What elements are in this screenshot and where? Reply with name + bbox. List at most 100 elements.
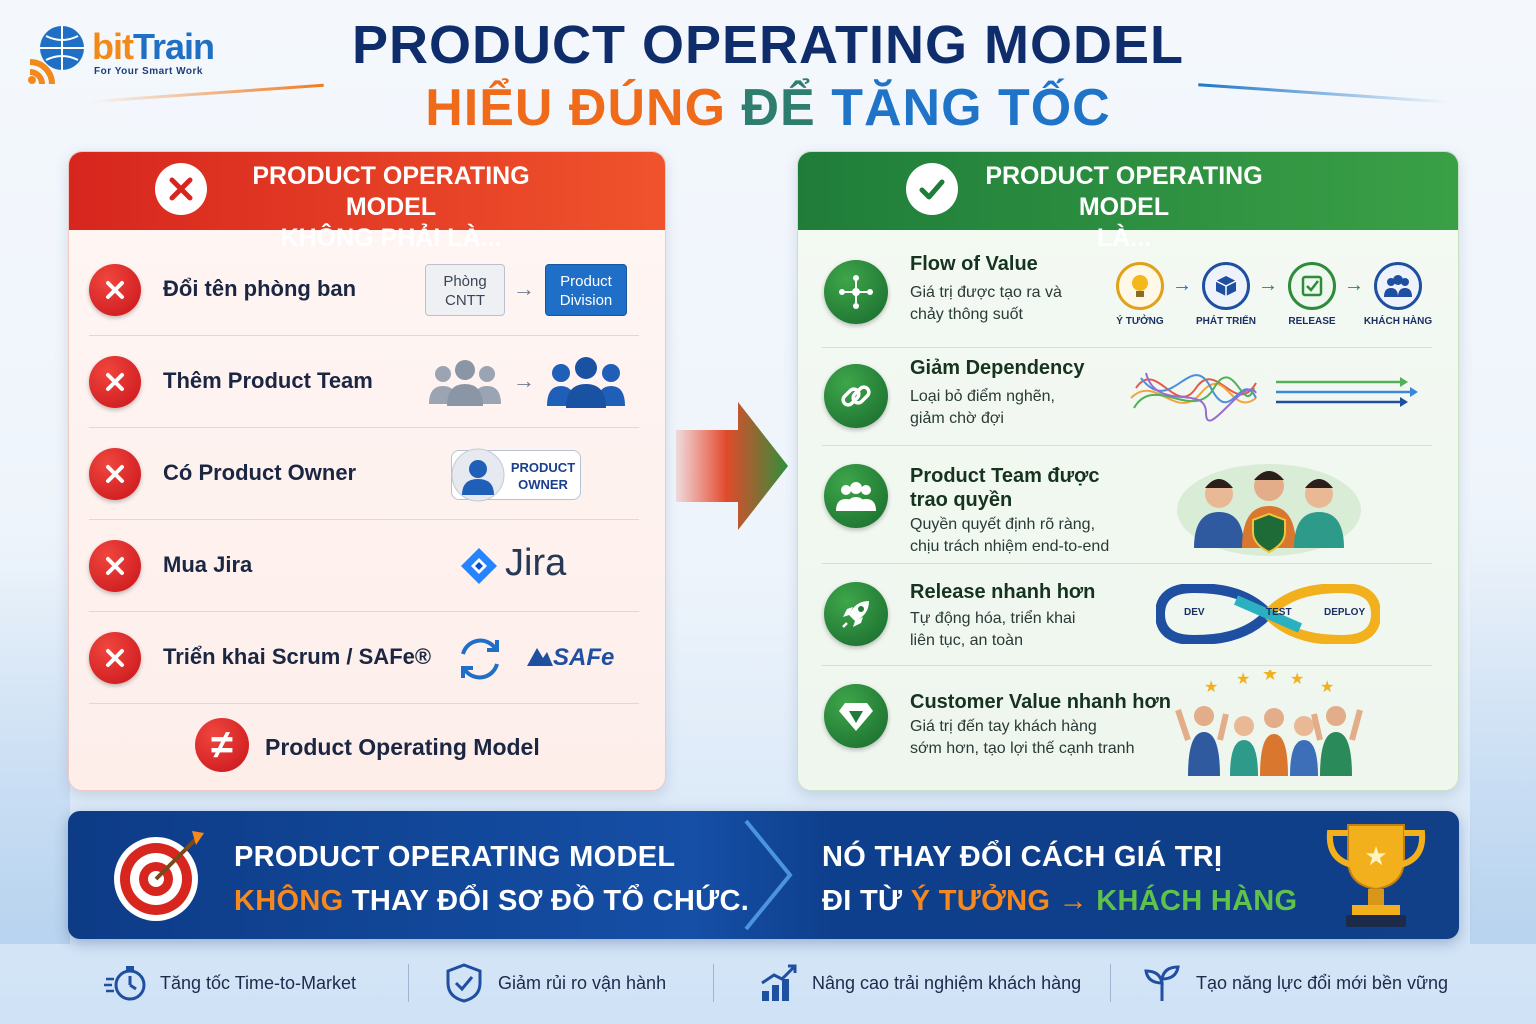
jira-logo-icon xyxy=(461,548,497,584)
checkmark-icon xyxy=(906,163,958,215)
sprout-icon xyxy=(1140,961,1184,1005)
new-department-box: Product Division xyxy=(545,264,627,316)
cross-icon xyxy=(89,632,141,684)
svg-text:★: ★ xyxy=(1320,679,1334,696)
growth-chart-icon xyxy=(756,961,800,1005)
benefit-label: Giảm rủi ro vận hành xyxy=(498,972,667,993)
item-label: Đổi tên phòng ban xyxy=(163,276,357,301)
benefit-item: Nâng cao trải nghiệm khách hàng xyxy=(756,958,1081,1008)
cross-icon xyxy=(89,356,141,408)
cross-icon xyxy=(89,448,141,500)
devops-test-label: TEST xyxy=(1266,607,1292,618)
customers-icon xyxy=(1374,262,1422,310)
list-item: Đổi tên phòng ban Phòng CNTT → Product D… xyxy=(89,244,639,336)
happy-customers-illustration: ★★★★★ xyxy=(1175,670,1363,776)
banner-right-line2: ĐI TỪ Ý TƯỞNG → KHÁCH HÀNG xyxy=(822,885,1298,917)
svg-text:★: ★ xyxy=(1262,670,1278,684)
trophy-icon: ★ xyxy=(1326,824,1426,927)
list-item: Giảm Dependency Loại bỏ điểm nghẽn, giảm… xyxy=(822,348,1432,446)
item-title: Giảm Dependency xyxy=(910,357,1085,379)
list-item: Product Team được trao quyền Quyền quyết… xyxy=(822,446,1432,564)
benefit-label: Tăng tốc Time-to-Market xyxy=(160,972,357,993)
cross-icon xyxy=(89,540,141,592)
cross-icon xyxy=(155,163,207,215)
list-item: Có Product Owner PRODUCT OWNER xyxy=(89,428,639,520)
jira-wordmark: Jira xyxy=(505,542,567,584)
summary-banner: PRODUCT OPERATING MODEL KHÔNG THAY ĐỔI S… xyxy=(68,811,1459,939)
divider xyxy=(408,964,409,1002)
checkbox-icon xyxy=(1288,262,1336,310)
not-equal-icon: ≠ xyxy=(195,718,249,772)
devops-dev-label: DEV xyxy=(1184,607,1205,618)
target-icon xyxy=(114,831,204,921)
item-desc: chảy thông suốt xyxy=(910,306,1023,323)
arrow-right-icon: → xyxy=(513,276,535,301)
city-silhouette-right xyxy=(1470,504,1536,944)
item-title: Release nhanh hơn xyxy=(910,581,1096,603)
brand-name: bitTrain xyxy=(92,26,215,67)
badge-label: PRODUCT OWNER xyxy=(510,460,576,492)
item-label: Có Product Owner xyxy=(163,460,357,485)
arrow-right-icon: → xyxy=(513,368,535,393)
list-item: Thêm Product Team → xyxy=(89,336,639,428)
flow-step-customer: KHÁCH HÀNG xyxy=(1358,262,1438,327)
banner-right-line1: NÓ THAY ĐỔI CÁCH GIÁ TRỊ xyxy=(822,841,1223,873)
item-label: Mua Jira xyxy=(163,552,253,577)
item-desc: Loại bỏ điểm nghẽn, xyxy=(910,388,1055,405)
globe-wifi-icon xyxy=(28,26,84,84)
svg-text:★: ★ xyxy=(1364,841,1387,871)
benefit-label: Nâng cao trải nghiệm khách hàng xyxy=(812,972,1082,993)
flow-step-release: RELEASE xyxy=(1272,262,1352,327)
list-item: Mua Jira Jira xyxy=(89,520,639,612)
flow-step-develop: PHÁT TRIỂN xyxy=(1186,262,1266,327)
product-owner-badge: PRODUCT OWNER xyxy=(451,448,581,502)
page-title: PRODUCT OPERATING MODEL xyxy=(352,15,1184,75)
not-equal-label: Product Operating Model xyxy=(265,734,540,760)
shield-check-icon xyxy=(442,961,486,1005)
item-desc: chịu trách nhiệm end-to-end xyxy=(910,538,1110,555)
rocket-icon xyxy=(824,582,888,646)
banner-left-line2: KHÔNG THAY ĐỔI SƠ ĐỒ TỔ CHỨC. xyxy=(234,885,750,917)
list-item: Triển khai Scrum / SAFe® SAFe xyxy=(89,612,639,704)
person-avatar-icon xyxy=(451,448,505,502)
cross-icon xyxy=(89,264,141,316)
item-desc: Giá trị đến tay khách hàng xyxy=(910,718,1097,735)
flow-network-icon xyxy=(824,260,888,324)
tangled-to-straight-lines-icon xyxy=(1130,372,1418,422)
item-title: Customer Value nhanh hơn xyxy=(910,691,1171,713)
item-label: Triển khai Scrum / SAFe® xyxy=(163,644,432,669)
old-department-box: Phòng CNTT xyxy=(425,264,505,316)
empowered-team-illustration xyxy=(1177,464,1361,556)
item-title: Product Team được xyxy=(910,465,1100,487)
chevron-right-icon xyxy=(744,819,793,931)
page-subtitle: HIỂU ĐÚNG ĐỂ TĂNG TỐC xyxy=(425,79,1111,137)
item-desc: sớm hơn, tạo lợi thế cạnh tranh xyxy=(910,740,1135,757)
stopwatch-icon xyxy=(104,961,148,1005)
divider xyxy=(1110,964,1111,1002)
item-desc: Quyền quyết định rõ ràng, xyxy=(910,516,1096,533)
benefit-label: Tạo năng lực đổi mới bền vững xyxy=(1196,972,1449,993)
brand-tagline: For Your Smart Work xyxy=(94,66,203,77)
item-desc: Giá trị được tạo ra và xyxy=(910,284,1062,301)
devops-infinity-loop xyxy=(1156,584,1380,644)
diamond-icon xyxy=(824,684,888,748)
svg-text:★: ★ xyxy=(1290,671,1304,688)
scrum-cycle-icon xyxy=(461,638,499,680)
item-desc: Tự động hóa, triển khai xyxy=(910,610,1076,627)
list-item: Flow of Value Giá trị được tạo ra và chả… xyxy=(822,244,1432,348)
list-item: Release nhanh hơn Tự động hóa, triển kha… xyxy=(822,564,1432,666)
cube-icon xyxy=(1202,262,1250,310)
benefit-item: Giảm rủi ro vận hành xyxy=(442,958,666,1008)
item-title: trao quyền xyxy=(910,489,1013,511)
benefit-item: Tăng tốc Time-to-Market xyxy=(104,958,356,1008)
list-item: Customer Value nhanh hơn Giá trị đến tay… xyxy=(822,666,1432,776)
svg-text:★: ★ xyxy=(1236,671,1250,688)
team-gray-icon xyxy=(429,360,501,406)
safe-mountain-icon xyxy=(527,648,553,666)
banner-left-line1: PRODUCT OPERATING MODEL xyxy=(234,841,676,873)
divider xyxy=(713,964,714,1002)
